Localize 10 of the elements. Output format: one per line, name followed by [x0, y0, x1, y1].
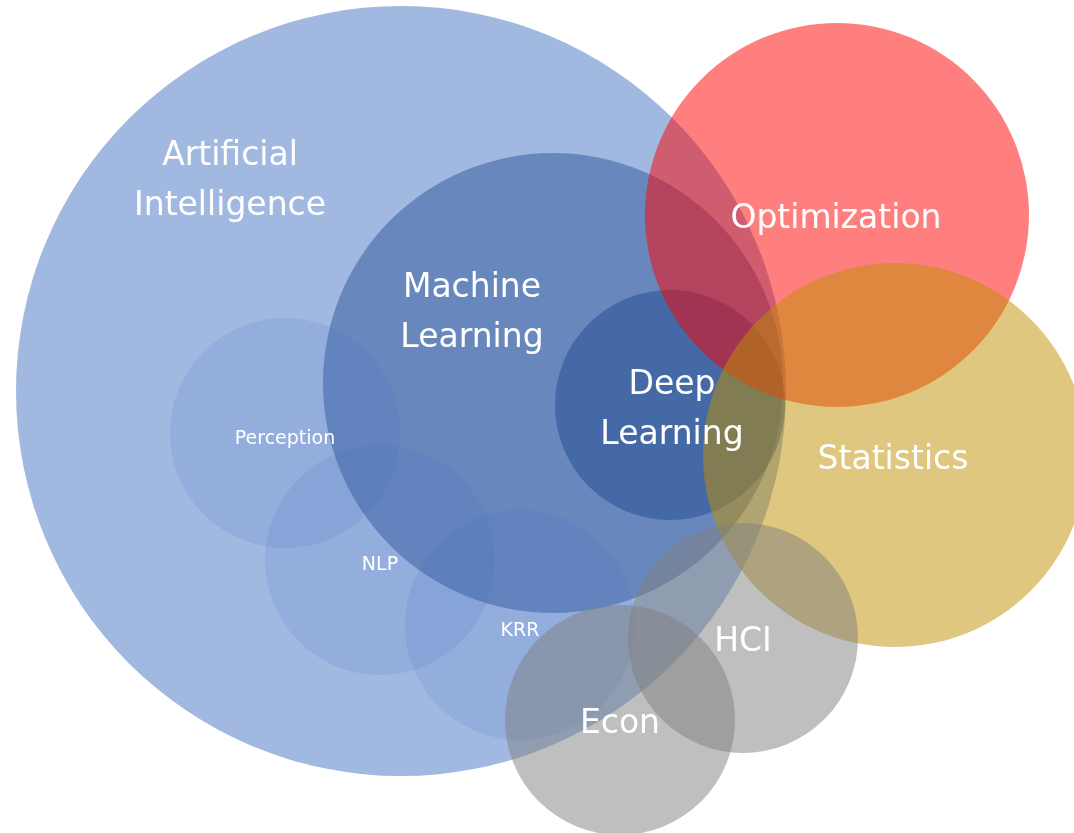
circle-label: Optimization [729, 196, 943, 239]
circle-label: Econ [578, 701, 662, 744]
circle-label: HCI [713, 619, 773, 662]
circle-label: Artificial Intelligence [133, 132, 327, 224]
circle-label: KRR [499, 616, 541, 642]
circle-label: Deep Learning [599, 361, 745, 453]
circle-label: NLP [360, 550, 400, 576]
circle-label: Machine Learning [399, 264, 545, 356]
circle-label: Statistics [816, 437, 970, 480]
circle-label: Perception [233, 424, 337, 450]
